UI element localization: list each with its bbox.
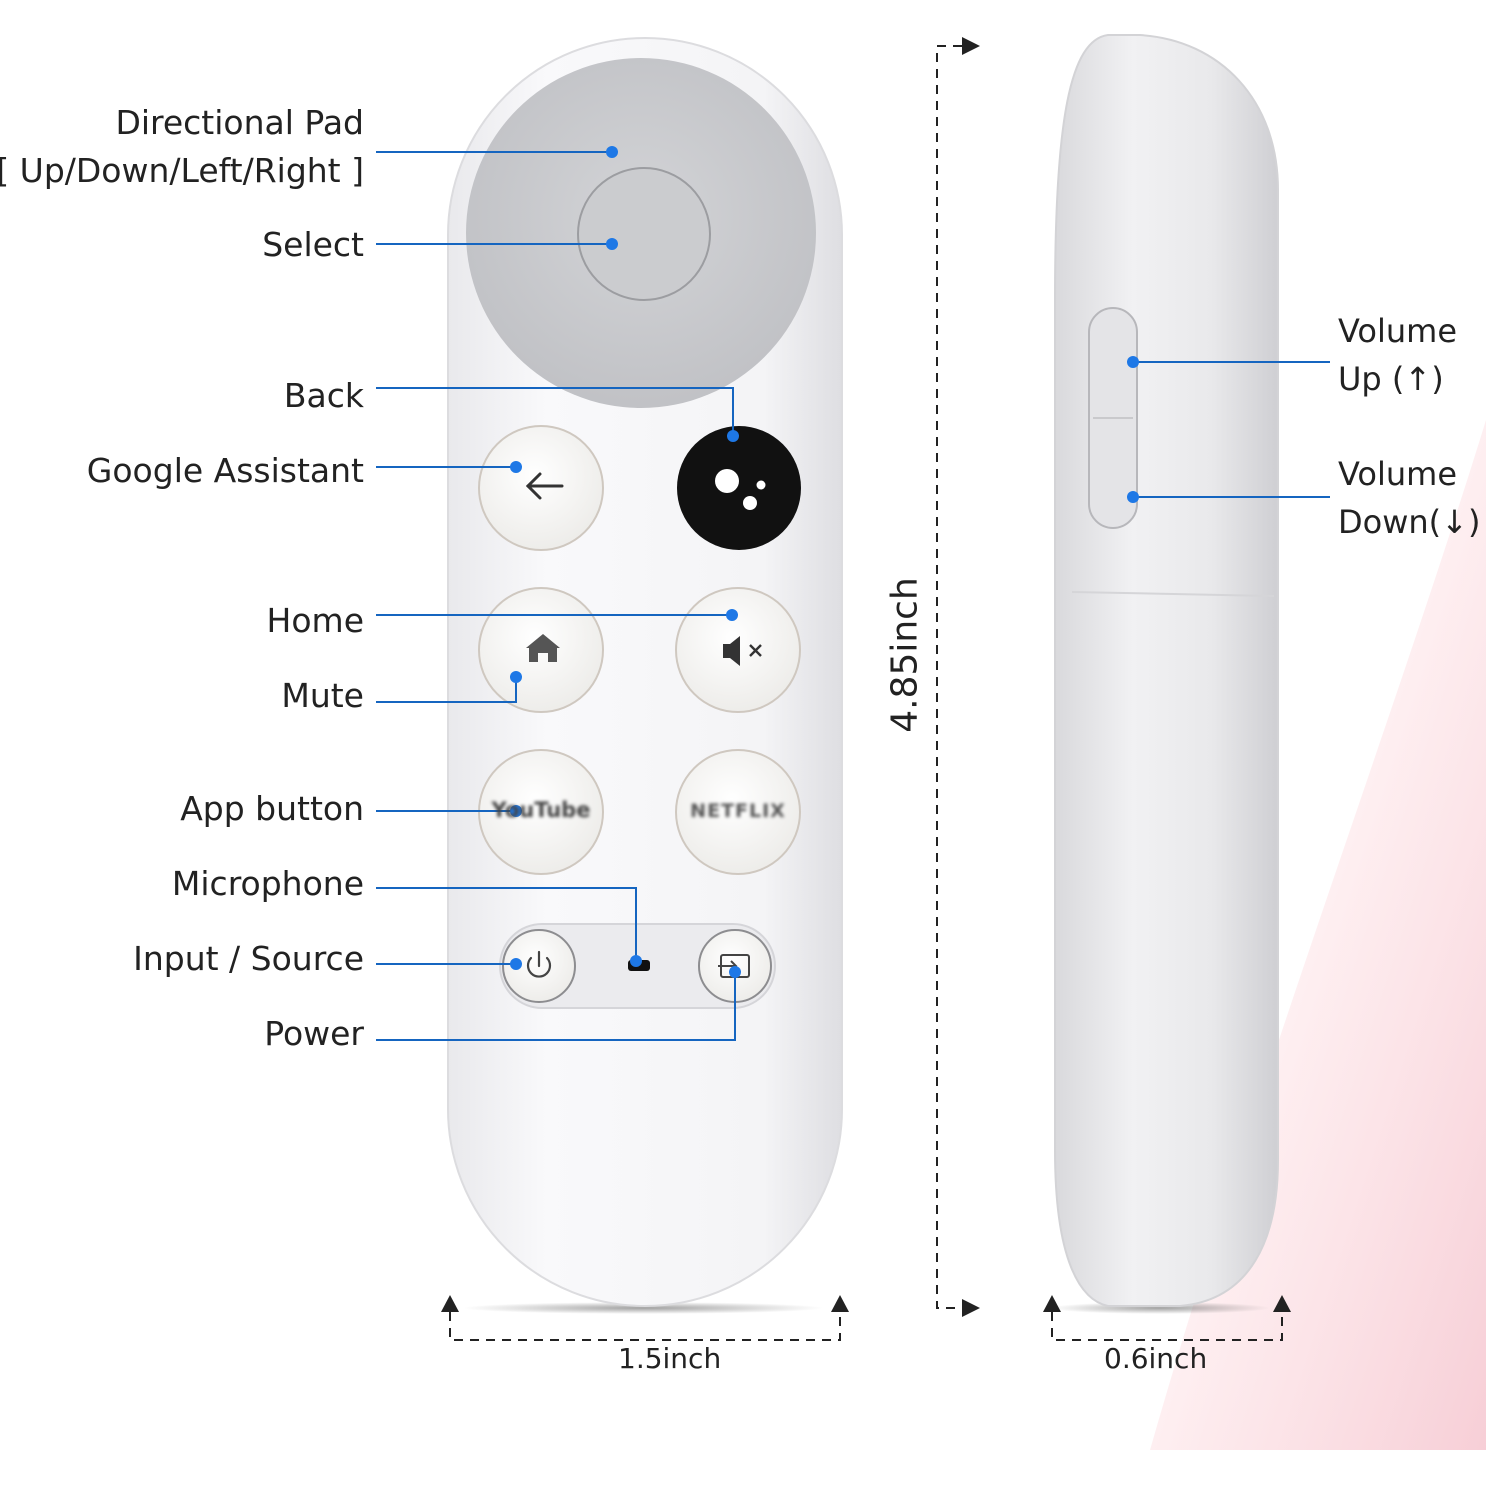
power-icon — [526, 950, 552, 978]
label-select: Select — [262, 225, 364, 264]
label-volume-up-line2: Up (↑) — [1338, 360, 1444, 398]
remote-body-side — [1054, 34, 1279, 1307]
label-app-button: App button — [180, 789, 364, 828]
dimension-lines — [449, 45, 1283, 1341]
dimension-height: 4.85inch — [884, 577, 926, 733]
dimension-depth: 0.6inch — [1104, 1342, 1208, 1375]
label-mute: Mute — [281, 676, 364, 715]
netflix-logo: NETFLIX — [690, 800, 786, 822]
label-volume-up-line1: Volume — [1338, 312, 1458, 350]
label-volume-down-line1: Volume — [1338, 455, 1458, 493]
label-directional-pad: Directional Pad [ Up/Down/Left/Right ] — [0, 99, 364, 195]
dimension-width: 1.5inch — [618, 1342, 722, 1375]
back-button[interactable] — [478, 425, 604, 551]
arrow-left-icon — [525, 472, 564, 500]
label-volume-down: Volume Down(↓) — [1338, 450, 1480, 546]
label-volume-down-line2: Down(↓) — [1338, 503, 1481, 541]
label-back: Back — [283, 376, 364, 415]
label-input-source: Input / Source — [133, 939, 364, 978]
side-seam — [1071, 591, 1275, 597]
netflix-app-button[interactable] — [675, 749, 801, 875]
label-power: Power — [264, 1014, 364, 1053]
callout-dots — [510, 146, 1139, 978]
label-google-assistant: Google Assistant — [86, 451, 364, 490]
label-directional-pad-line2: [ Up/Down/Left/Right ] — [0, 151, 364, 190]
label-microphone: Microphone — [171, 864, 364, 903]
google-assistant-icon — [715, 469, 766, 510]
front-shadow — [463, 1302, 823, 1314]
callout-lines — [376, 151, 1330, 1041]
youtube-logo: YouTube — [491, 798, 591, 822]
google-assistant-button[interactable] — [677, 426, 801, 550]
mute-icon — [723, 636, 762, 666]
home-icon — [526, 634, 560, 662]
select-button[interactable] — [577, 167, 711, 301]
dimension-arrowheads — [441, 37, 1291, 1317]
label-home: Home — [266, 601, 364, 640]
label-directional-pad-line1: Directional Pad — [115, 103, 364, 142]
label-volume-up: Volume Up (↑) — [1338, 307, 1457, 403]
